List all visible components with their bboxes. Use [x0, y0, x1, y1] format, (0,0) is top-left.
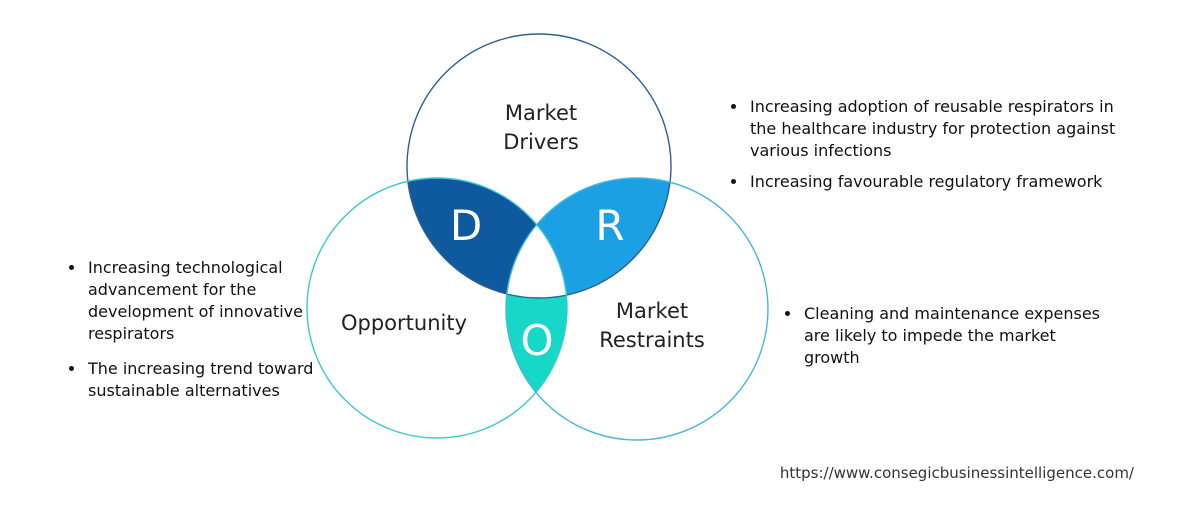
drivers-bullet-list: Increasing adoption of reusable respirat… [726, 96, 1128, 193]
list-item: Cleaning and maintenance expenses are li… [802, 303, 1102, 369]
drivers-title-line1: Market [505, 101, 577, 125]
list-item: Increasing favourable regulatory framewo… [748, 171, 1128, 193]
letter-d: D [450, 201, 482, 250]
restraints-title-line1: Market [616, 299, 688, 323]
letter-r: R [595, 201, 624, 250]
restraints-title-line2: Restraints [599, 328, 705, 352]
driver-restraint-lens [506, 178, 671, 298]
opportunity-title: Opportunity [341, 311, 467, 335]
drivers-title-line2: Drivers [503, 130, 579, 154]
source-url: https://www.consegicbusinessintelligence… [779, 464, 1134, 482]
driver-opportunity-lens [407, 178, 567, 298]
restraints-bullet-list: Cleaning and maintenance expenses are li… [780, 303, 1102, 369]
letter-o: O [520, 316, 553, 365]
opportunity-bullet-list: Increasing technological advancement for… [64, 257, 336, 402]
opportunity-circle [306, 177, 568, 439]
list-item: Increasing adoption of reusable respirat… [748, 96, 1128, 162]
drivers-circle [406, 33, 672, 299]
restraints-circle [505, 177, 769, 441]
list-item: Increasing technological advancement for… [86, 257, 336, 345]
list-item: The increasing trend toward sustainable … [86, 358, 336, 402]
